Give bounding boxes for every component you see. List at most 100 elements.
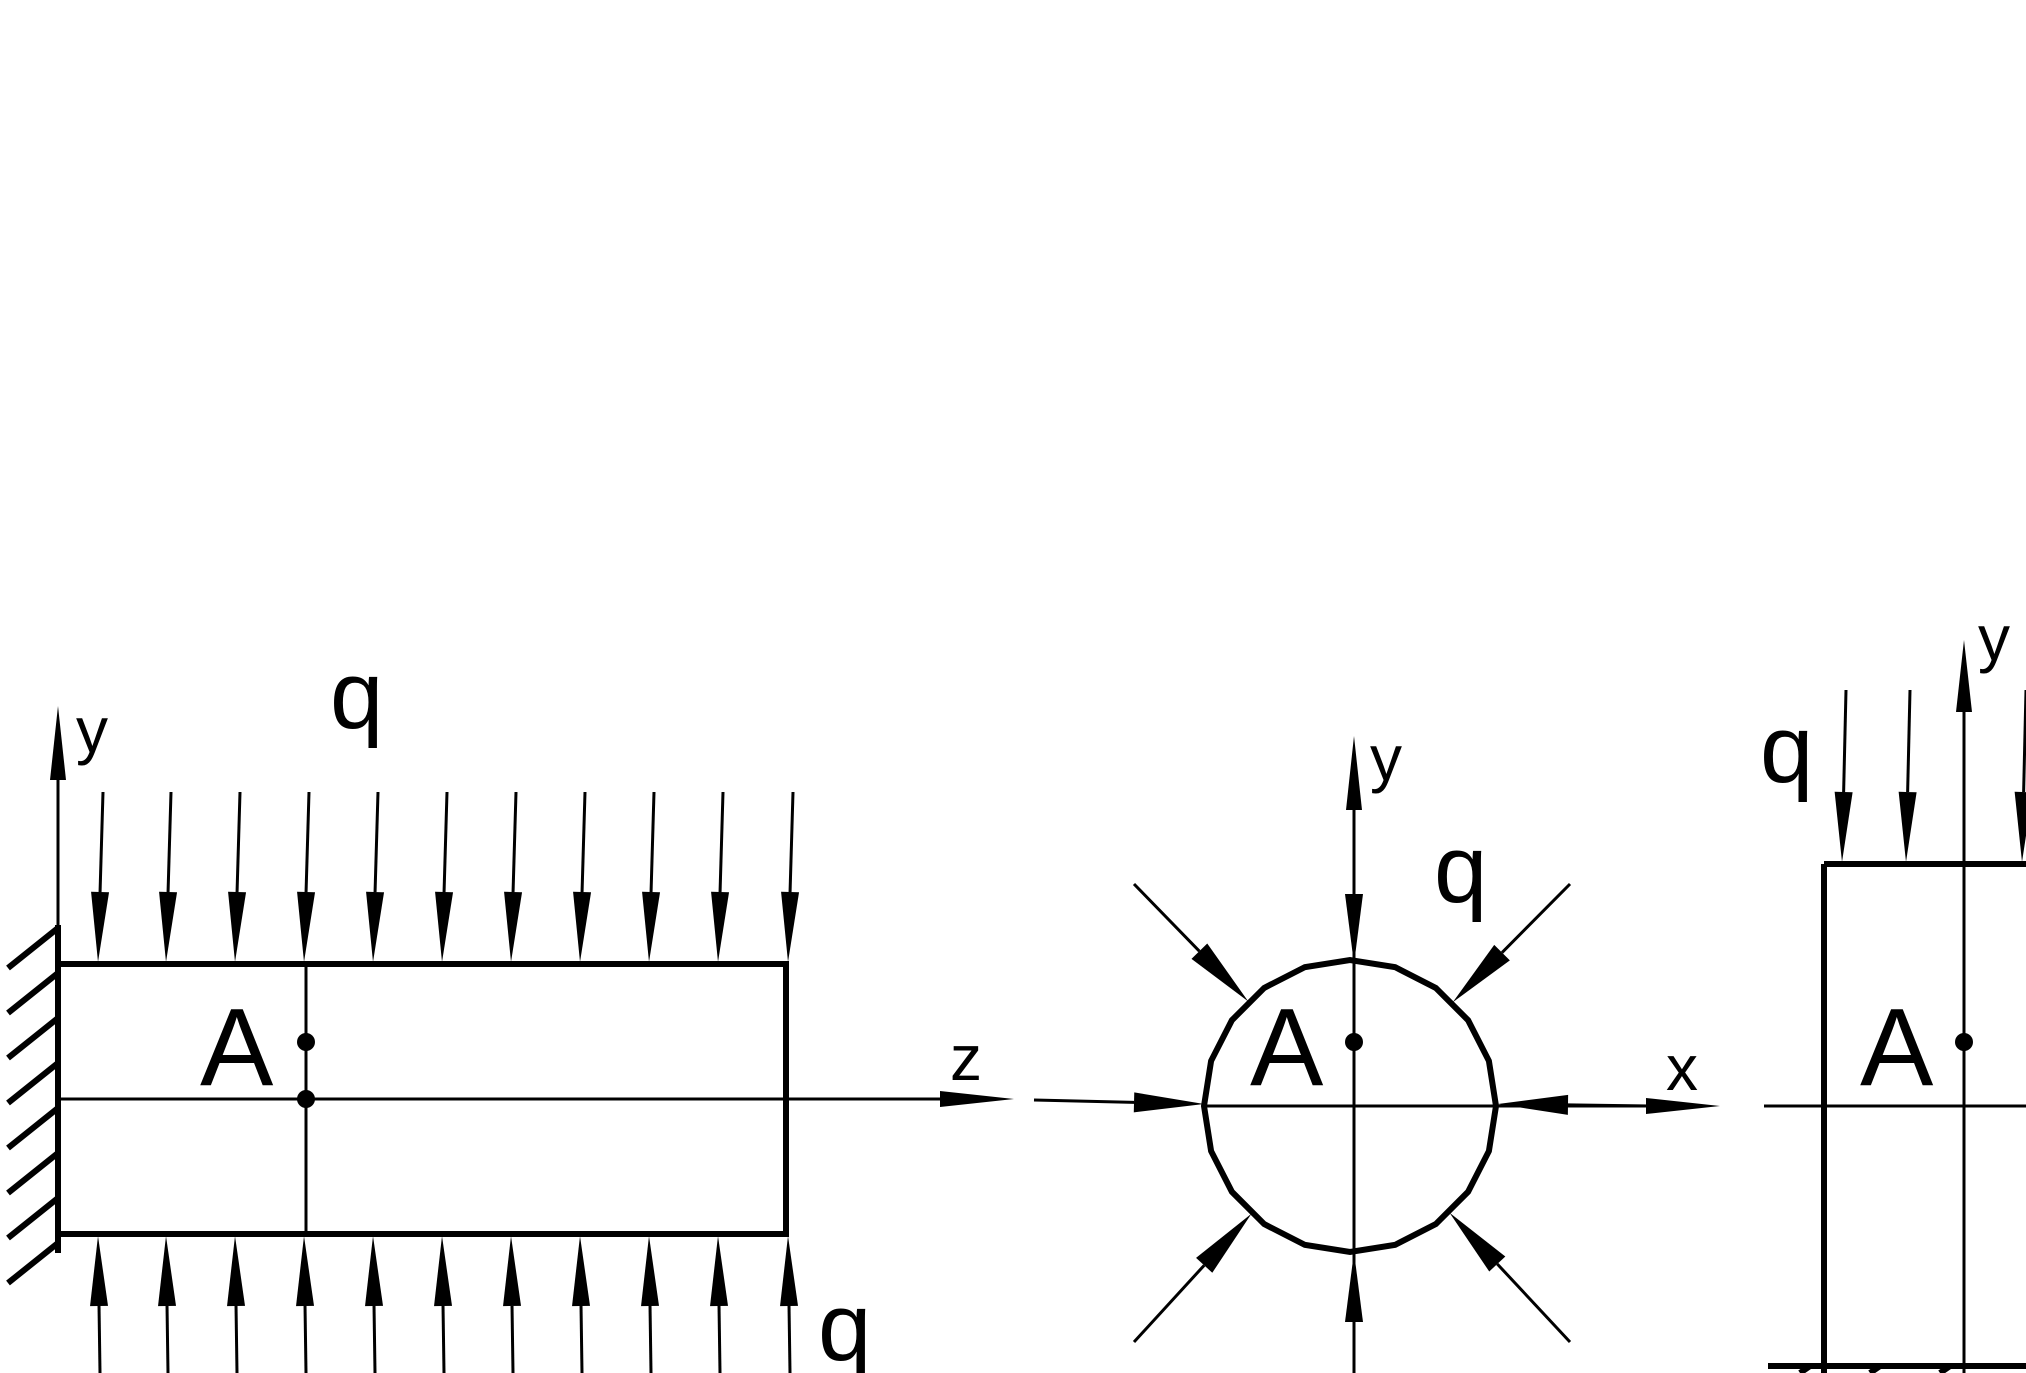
radial-arrow-right-shaft (1567, 1103, 1651, 1108)
wall-hatching (6, 925, 60, 1286)
load-arrow-bottom-shaft (303, 1305, 308, 1373)
hatch-line (6, 1015, 60, 1061)
load-arrow-top-head (435, 891, 454, 962)
load-arrow-top-shaft (304, 791, 311, 893)
load-arrow-top-shaft (511, 791, 518, 893)
load-label: q (1760, 696, 1813, 803)
load-arrow-top-shaft (235, 791, 242, 893)
hatch-line (6, 1195, 60, 1241)
distributed-load-top (1834, 689, 2026, 862)
load-label-top: q (330, 642, 383, 749)
load-arrow-bottom-shaft (441, 1305, 446, 1373)
hatch-line (6, 1240, 60, 1286)
hatch-line (6, 925, 60, 971)
load-arrow-top-shaft (580, 791, 587, 893)
load-arrow-top-shaft (718, 791, 725, 893)
radial-arrow-bottom-head (1345, 1252, 1363, 1322)
load-arrow-bottom-head (434, 1236, 453, 1307)
radial-arrow-shaft (1132, 882, 1201, 953)
hatch-line (1938, 1363, 1952, 1373)
load-arrow-top-head (159, 891, 178, 962)
z-axis-arrowhead (940, 1091, 1014, 1107)
load-arrow-bottom-head (503, 1236, 522, 1307)
radial-arrow-head (1452, 944, 1510, 1003)
y-axis-label: y (1978, 602, 2010, 674)
point-a-label: A (200, 986, 274, 1109)
load-arrow-bottom-head (572, 1236, 591, 1307)
load-arrow-head (2014, 791, 2026, 862)
load-arrow-top-shaft (166, 791, 173, 893)
hatch-line (6, 970, 60, 1016)
load-arrow-bottom-head (780, 1236, 799, 1307)
hatch-line (6, 1060, 60, 1106)
radial-arrow-head (1449, 1212, 1506, 1272)
hatch-line (1868, 1363, 1882, 1373)
load-arrow-bottom-shaft (234, 1305, 239, 1373)
load-arrow-top-head (228, 891, 247, 962)
radial-arrow-shaft (1500, 882, 1572, 954)
load-arrow-top-head (297, 891, 316, 962)
load-arrow-top-head (91, 891, 110, 962)
load-arrow-top-shaft (649, 791, 656, 893)
radial-arrow-left-shaft (1033, 1098, 1135, 1104)
radial-arrow-right-head (1498, 1094, 1569, 1115)
y-axis-arrowhead (1346, 736, 1362, 810)
point-a-dot (1345, 1033, 1363, 1051)
hatch-line (6, 1105, 60, 1151)
load-arrow-shaft (1906, 689, 1912, 793)
load-arrow-top-head (711, 891, 730, 962)
load-arrow-top-shaft (98, 791, 105, 893)
distributed-load-top (91, 791, 800, 962)
load-arrow-top-shaft (788, 791, 795, 893)
radial-arrow-top-head (1345, 894, 1363, 964)
load-arrow-head (1898, 791, 1917, 862)
distributed-load-bottom (90, 1236, 799, 1373)
load-arrow-bottom-head (641, 1236, 660, 1307)
x-axis-label: x (1666, 1032, 1698, 1104)
load-arrow-bottom-head (158, 1236, 177, 1307)
load-arrow-top-head (781, 891, 800, 962)
radial-arrow-head (1191, 943, 1249, 1002)
cross-section-circular: y x A q (1033, 722, 1720, 1373)
base-hatching (1768, 1363, 2026, 1373)
load-arrow-head (1834, 791, 1853, 862)
point-a-dot (297, 1033, 315, 1051)
cross-section-rect: y A q (1760, 602, 2026, 1373)
load-label: q (1434, 816, 1487, 923)
point-a-label: A (1860, 986, 1934, 1109)
axis-intersection-dot (297, 1090, 315, 1108)
radial-arrow-left-head (1133, 1092, 1204, 1113)
load-label-bottom: q (818, 1274, 871, 1373)
point-a-dot (1955, 1033, 1973, 1051)
circular-section-outline (1200, 956, 1500, 1256)
load-arrow-bottom-shaft (97, 1305, 102, 1373)
load-arrow-top-head (504, 891, 523, 962)
load-arrow-bottom-head (296, 1236, 315, 1307)
load-arrow-bottom-head (90, 1236, 109, 1307)
load-arrow-top-shaft (442, 791, 449, 893)
radial-arrow-shaft (1132, 1264, 1206, 1344)
load-arrow-bottom-shaft (648, 1305, 653, 1373)
side-view: y z A q q (6, 642, 1014, 1373)
y-axis-arrowhead (1956, 640, 1972, 712)
load-arrow-bottom-shaft (787, 1305, 792, 1373)
load-arrow-bottom-shaft (579, 1305, 584, 1373)
load-arrow-bottom-shaft (510, 1305, 515, 1373)
load-arrow-bottom-shaft (165, 1305, 170, 1373)
load-arrow-top-head (642, 891, 661, 962)
radial-pressure-arrows (1033, 820, 1651, 1373)
load-arrow-top-head (366, 891, 385, 962)
y-axis-label: y (76, 694, 108, 766)
point-a-label: A (1250, 986, 1324, 1109)
load-arrow-top-head (573, 891, 592, 962)
radial-arrow-shaft (1496, 1262, 1572, 1344)
load-arrow-top-shaft (373, 791, 380, 893)
x-axis-arrowhead (1646, 1098, 1720, 1114)
load-arrow-bottom-head (227, 1236, 246, 1307)
load-arrow-bottom-shaft (717, 1305, 722, 1373)
load-arrow-bottom-head (710, 1236, 729, 1307)
radial-arrow-head (1196, 1213, 1252, 1273)
load-arrow-shaft (1842, 689, 1848, 793)
hatch-line (1798, 1363, 1812, 1373)
